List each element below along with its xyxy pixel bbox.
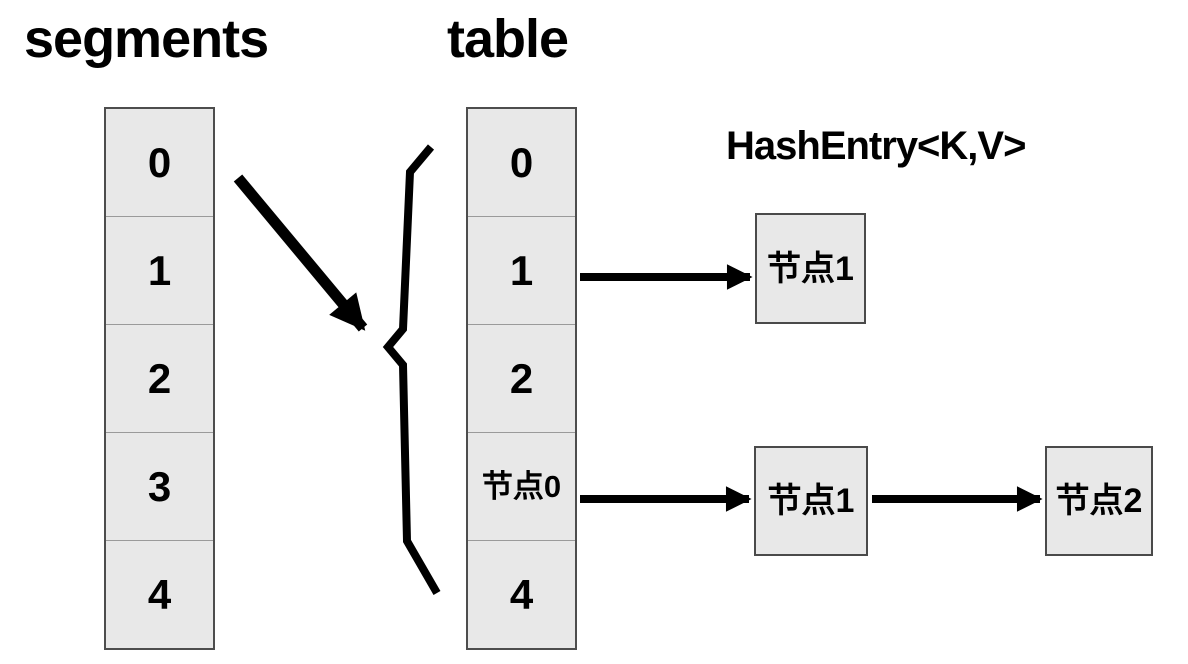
cell-label: 1 bbox=[509, 246, 534, 294]
cell-label: 1 bbox=[147, 246, 172, 294]
cell-label: 0 bbox=[147, 138, 172, 186]
segments-array-column: 0 1 2 3 4 bbox=[104, 107, 215, 650]
hashentry-node-bucket3-entry1: 节点1 bbox=[754, 446, 868, 556]
segments-cell-1: 1 bbox=[106, 216, 213, 324]
node-label: 节点2 bbox=[1055, 482, 1143, 520]
hashentry-type-label: HashEntry<K,V> bbox=[726, 124, 1026, 168]
table-cell-2: 2 bbox=[468, 324, 575, 432]
segments-cell-3: 3 bbox=[106, 432, 213, 540]
segments-cell-4: 4 bbox=[106, 540, 213, 648]
table-cell-1: 1 bbox=[468, 216, 575, 324]
cell-label: 4 bbox=[509, 570, 534, 618]
cell-label: 3 bbox=[147, 462, 172, 510]
table-array-column: 0 1 2 节点0 4 bbox=[466, 107, 577, 650]
hashentry-node-bucket1-entry1: 节点1 bbox=[755, 213, 866, 324]
node-label: 节点1 bbox=[767, 482, 855, 520]
cell-label: 2 bbox=[147, 354, 172, 402]
hashentry-node-bucket3-entry2: 节点2 bbox=[1045, 446, 1153, 556]
cell-label: 节点0 bbox=[481, 469, 562, 504]
cell-label: 0 bbox=[509, 138, 534, 186]
table-cell-3: 节点0 bbox=[468, 432, 575, 540]
segment0-to-table-arrow bbox=[233, 174, 368, 332]
cell-label: 4 bbox=[147, 570, 172, 618]
curly-brace bbox=[382, 144, 441, 595]
table-cell-0: 0 bbox=[468, 109, 575, 216]
segments-cell-2: 2 bbox=[106, 324, 213, 432]
table-cell-4: 4 bbox=[468, 540, 575, 648]
segments-title: segments bbox=[24, 9, 269, 69]
table-title: table bbox=[447, 9, 569, 69]
cell-label: 2 bbox=[509, 354, 534, 402]
segments-cell-0: 0 bbox=[106, 109, 213, 216]
node-label: 节点1 bbox=[767, 249, 854, 288]
